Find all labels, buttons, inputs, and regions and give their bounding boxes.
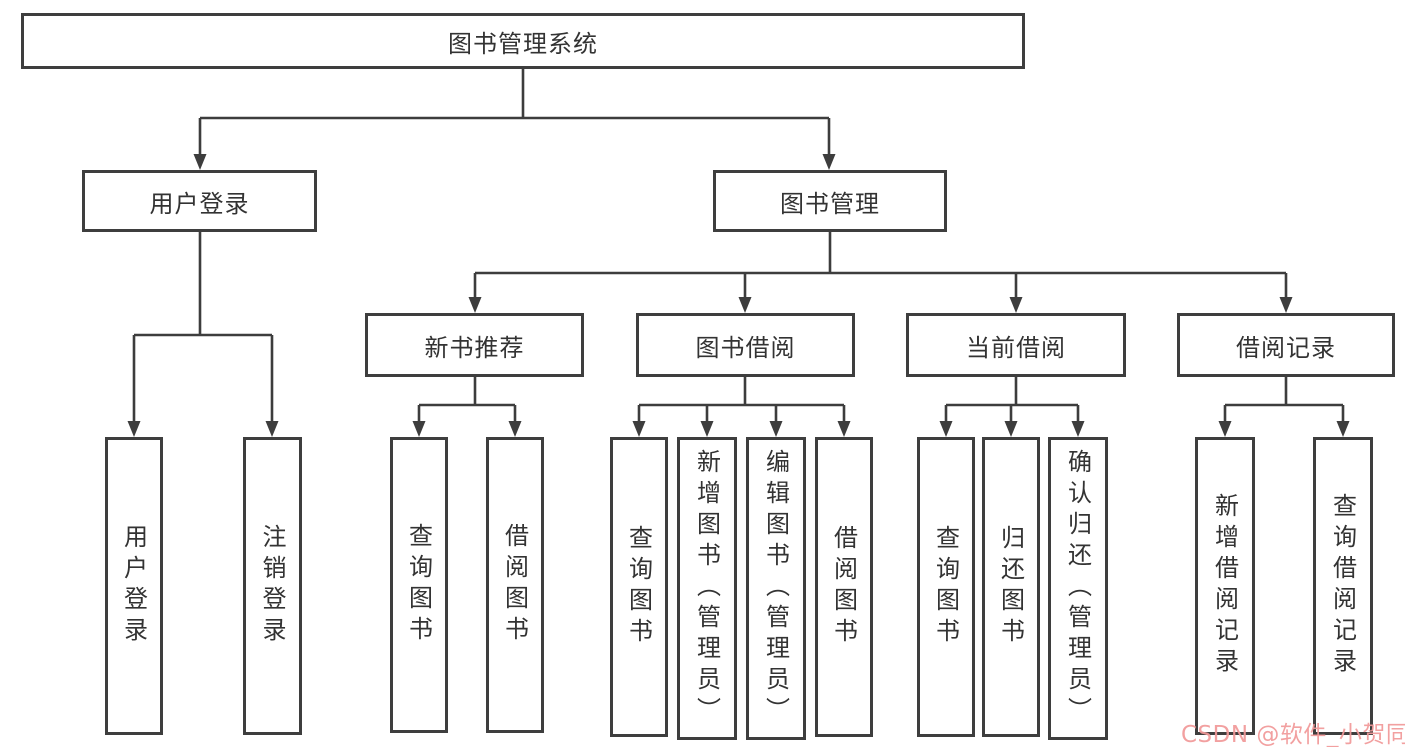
node-add-borrow-record: 新增借阅记录 (1195, 437, 1255, 735)
node-edit-books-admin-label: 编辑图书（管理员） (761, 449, 790, 728)
node-current-borrow: 当前借阅 (906, 313, 1126, 377)
node-confirm-return-admin: 确认归还（管理员） (1048, 437, 1108, 740)
node-return-books: 归还图书 (982, 437, 1040, 737)
node-new-book-recommend-label: 新书推荐 (424, 333, 525, 362)
node-user-login-module: 用户登录 (82, 170, 317, 232)
node-root-system-label: 图书管理系统 (448, 29, 598, 58)
node-return-books-label: 归还图书 (996, 525, 1025, 649)
node-book-management-module: 图书管理 (713, 170, 947, 232)
node-query-borrow-record-label: 查询借阅记录 (1328, 493, 1357, 679)
csdn-watermark: CSDN @软件_小贺同学 (1181, 722, 1405, 747)
node-borrow-records: 借阅记录 (1177, 313, 1395, 377)
node-add-borrow-record-label: 新增借阅记录 (1210, 493, 1239, 679)
node-borrow-books-leaf-label: 借阅图书 (829, 525, 858, 649)
node-user-login-leaf-label: 用户登录 (119, 524, 148, 648)
node-query-books-newbook: 查询图书 (390, 437, 448, 733)
node-borrow-books-newbook-label: 借阅图书 (500, 523, 529, 647)
node-book-borrow-label: 图书借阅 (695, 333, 796, 362)
node-book-management-module-label: 图书管理 (780, 189, 880, 218)
node-query-books-current: 查询图书 (917, 437, 975, 737)
node-query-books-newbook-label: 查询图书 (404, 523, 433, 647)
node-query-borrow-record: 查询借阅记录 (1313, 437, 1373, 735)
node-confirm-return-admin-label: 确认归还（管理员） (1063, 449, 1092, 728)
node-edit-books-admin: 编辑图书（管理员） (746, 437, 806, 740)
node-logout-leaf: 注销登录 (243, 437, 302, 735)
node-add-books-admin: 新增图书（管理员） (677, 437, 737, 740)
node-user-login-module-label: 用户登录 (149, 189, 250, 218)
node-root-system: 图书管理系统 (21, 13, 1025, 69)
node-query-books-current-label: 查询图书 (931, 525, 960, 649)
node-book-borrow: 图书借阅 (636, 313, 855, 377)
node-user-login-leaf: 用户登录 (105, 437, 163, 735)
node-new-book-recommend: 新书推荐 (365, 313, 584, 377)
node-borrow-books-newbook: 借阅图书 (486, 437, 544, 733)
node-query-books-borrow: 查询图书 (610, 437, 668, 737)
node-logout-leaf-label: 注销登录 (258, 524, 286, 648)
node-query-books-borrow-label: 查询图书 (624, 525, 653, 649)
node-add-books-admin-label: 新增图书（管理员） (692, 449, 721, 728)
node-borrow-records-label: 借阅记录 (1236, 333, 1336, 362)
node-borrow-books-leaf: 借阅图书 (815, 437, 873, 737)
node-current-borrow-label: 当前借阅 (966, 333, 1066, 362)
